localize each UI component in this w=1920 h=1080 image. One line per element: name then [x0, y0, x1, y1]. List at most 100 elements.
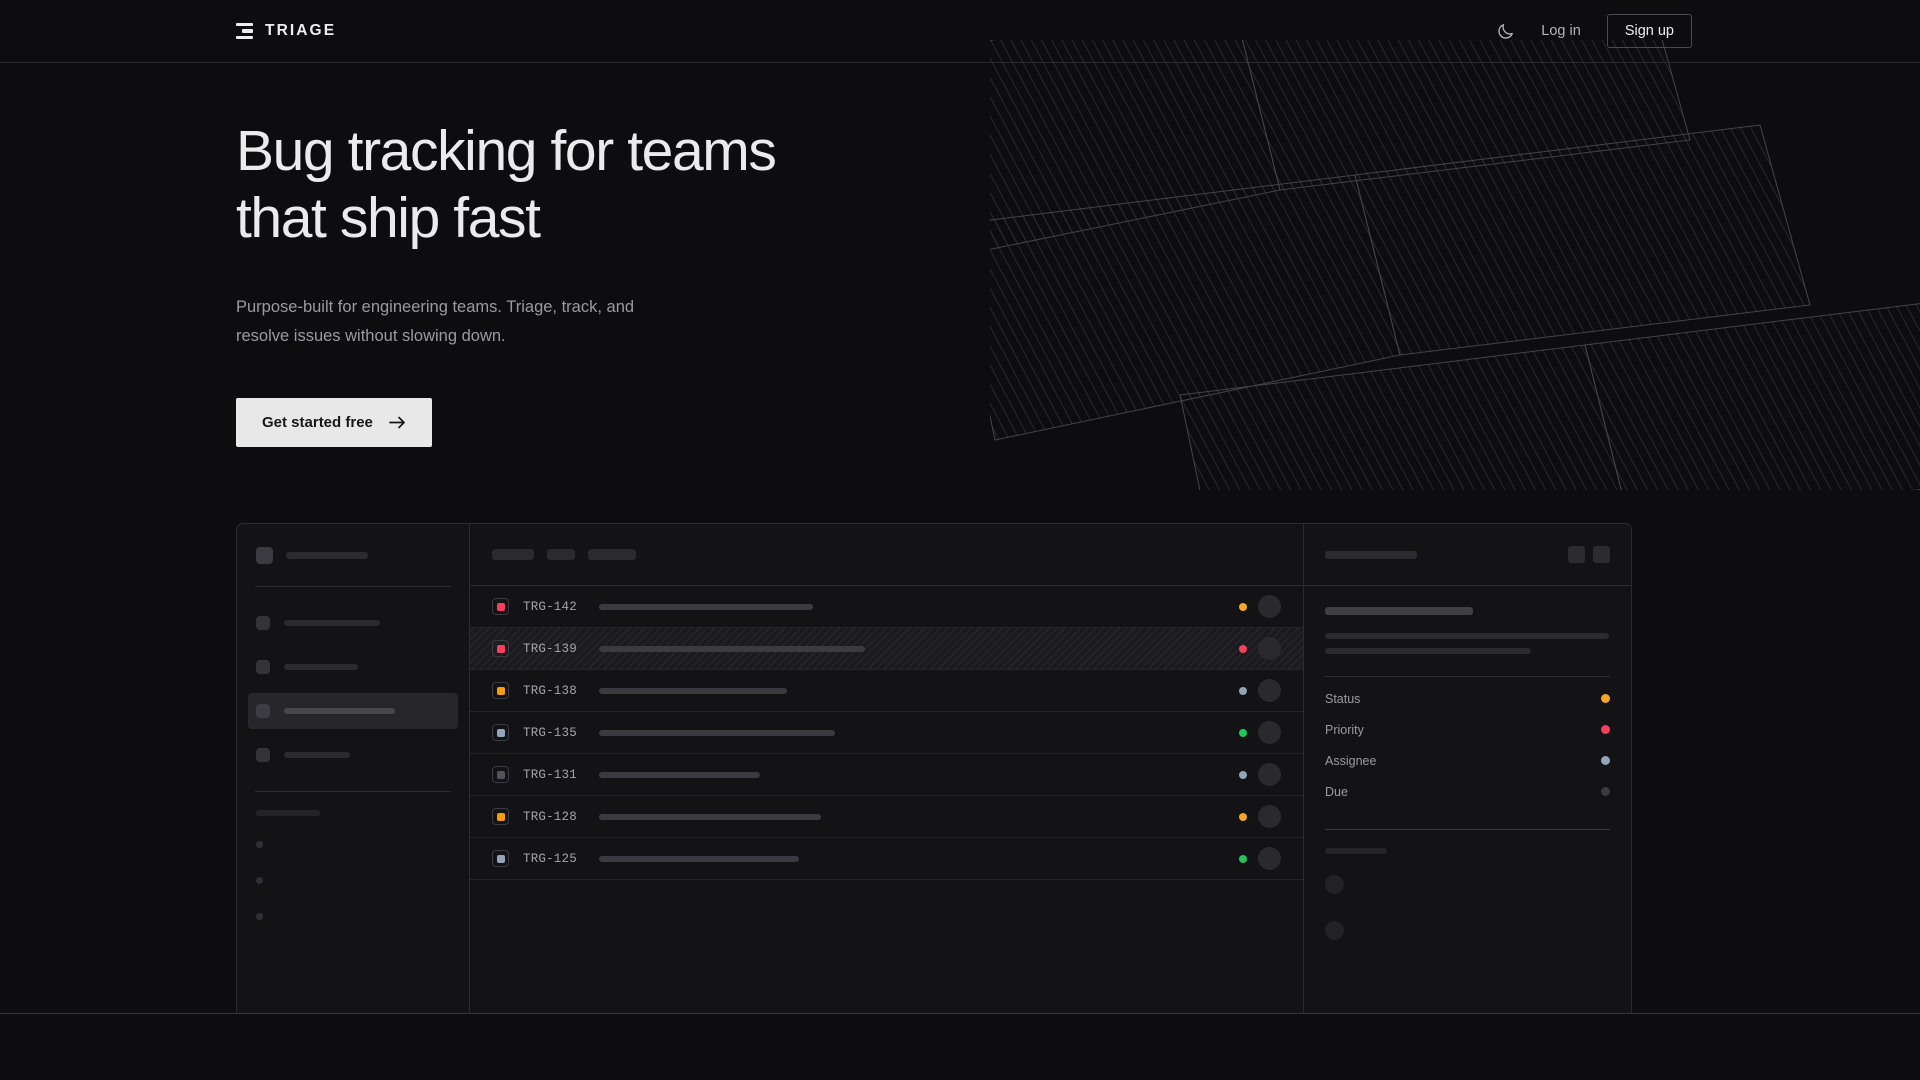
avatar — [1258, 847, 1281, 870]
sidebar-item-1[interactable] — [248, 605, 458, 641]
status-dot-icon — [1239, 812, 1247, 821]
sidebar-item-label — [284, 620, 380, 626]
page-title: Bug tracking for teams that ship fast — [236, 119, 777, 250]
sidebar-item-4[interactable] — [248, 737, 458, 773]
decorative-striped-panels — [990, 40, 1920, 490]
footer-divider — [0, 1013, 1920, 1014]
hero-subheading: Purpose-built for engineering teams. Tri… — [236, 298, 635, 345]
detail-body: Status Priority Assignee Due — [1304, 586, 1631, 969]
moon-icon[interactable] — [1496, 22, 1515, 41]
detail-issue-title-placeholder — [1325, 607, 1473, 615]
avatar — [1258, 763, 1281, 786]
get-started-button[interactable]: Get started free — [236, 398, 432, 448]
table-row[interactable]: TRG-131 — [470, 754, 1303, 796]
cta-label: Get started free — [262, 414, 373, 432]
issue-id: TRG-138 — [523, 683, 577, 698]
priority-dot-icon — [1601, 725, 1610, 734]
issue-title-placeholder — [599, 855, 799, 862]
sidebar-item-label — [284, 752, 350, 758]
status-dot-icon — [1239, 770, 1247, 779]
priority-icon — [492, 640, 509, 657]
priority-icon — [492, 808, 509, 825]
sidebar-divider-bottom — [255, 791, 451, 792]
project-dot-icon — [256, 912, 263, 920]
assignee-dot-icon — [1601, 756, 1610, 765]
sidebar-project-3[interactable] — [256, 898, 450, 934]
table-row[interactable]: TRG-138 — [470, 670, 1303, 712]
avatar — [1258, 721, 1281, 744]
detail-action-icon-2[interactable] — [1593, 546, 1610, 563]
login-link[interactable]: Log in — [1541, 23, 1581, 39]
row-meta — [1239, 637, 1281, 660]
issue-list-toolbar — [470, 524, 1303, 586]
issue-title-placeholder — [599, 687, 787, 694]
toolbar-chip-2[interactable] — [547, 549, 575, 560]
status-dot-icon — [1239, 686, 1247, 695]
arrow-right-icon — [389, 416, 406, 429]
workspace-square-icon — [256, 546, 273, 564]
avatar — [1258, 595, 1281, 618]
issue-title-placeholder — [599, 771, 760, 778]
table-row[interactable]: TRG-139 — [470, 628, 1303, 670]
priority-icon — [492, 724, 509, 741]
sidebar-project-1[interactable] — [256, 826, 450, 862]
avatar — [1258, 805, 1281, 828]
row-meta — [1239, 847, 1281, 870]
activity-divider — [1325, 829, 1610, 830]
sidebar-workspace-switcher[interactable] — [256, 524, 450, 586]
sidebar-item-label — [284, 664, 358, 670]
priority-icon — [492, 598, 509, 615]
issue-id: TRG-135 — [523, 725, 577, 740]
detail-breadcrumb-placeholder — [1325, 550, 1417, 559]
sidebar-item-3-active[interactable] — [248, 693, 458, 729]
issue-title-placeholder — [599, 603, 813, 610]
priority-icon — [492, 850, 509, 867]
nav-item-icon — [256, 704, 270, 718]
sidebar-project-list — [256, 826, 450, 934]
table-row[interactable]: TRG-128 — [470, 796, 1303, 838]
detail-action-group — [1568, 546, 1610, 563]
meta-row-due[interactable]: Due — [1325, 776, 1610, 807]
detail-header — [1304, 524, 1631, 586]
due-dot-icon — [1601, 787, 1610, 796]
issue-title-placeholder — [599, 729, 835, 736]
meta-row-status[interactable]: Status — [1325, 683, 1610, 714]
issue-title-placeholder — [599, 813, 821, 820]
meta-row-assignee[interactable]: Assignee — [1325, 745, 1610, 776]
issue-id: TRG-131 — [523, 767, 577, 782]
row-meta — [1239, 763, 1281, 786]
priority-icon — [492, 682, 509, 699]
sidebar-item-2[interactable] — [248, 649, 458, 685]
project-dot-icon — [256, 876, 263, 884]
toolbar-chip-3[interactable] — [588, 549, 636, 560]
detail-body-line-1 — [1325, 633, 1609, 639]
issue-id: TRG-139 — [523, 641, 577, 656]
signup-button[interactable]: Sign up — [1606, 14, 1692, 48]
app-preview-mockup: TRG-142 TRG-139 — [236, 523, 1632, 1013]
nav-item-icon — [256, 748, 270, 762]
top-navigation-bar: TRIAGE Log in Sign up — [0, 0, 1920, 63]
hero-section: Bug tracking for teams that ship fast Pu… — [236, 118, 777, 448]
avatar-icon — [1325, 920, 1344, 940]
table-row[interactable]: TRG-135 — [470, 712, 1303, 754]
brand-logo[interactable]: TRIAGE — [236, 22, 336, 40]
status-dot-icon — [1239, 644, 1247, 653]
status-dot-icon — [1239, 854, 1247, 863]
row-meta — [1239, 805, 1281, 828]
activity-section-label — [1325, 848, 1387, 854]
meta-label: Assignee — [1325, 753, 1377, 768]
triage-bars-icon — [236, 22, 253, 40]
toolbar-chip-1[interactable] — [492, 549, 534, 560]
nav-item-icon — [256, 660, 270, 674]
sidebar-project-2[interactable] — [256, 862, 450, 898]
detail-action-icon-1[interactable] — [1568, 546, 1585, 563]
detail-divider — [1325, 676, 1610, 677]
meta-row-priority[interactable]: Priority — [1325, 714, 1610, 745]
issue-detail-panel: Status Priority Assignee Due — [1304, 524, 1631, 1013]
sidebar-item-label — [284, 708, 395, 714]
meta-label: Status — [1325, 691, 1361, 706]
table-row[interactable]: TRG-142 — [470, 586, 1303, 628]
avatar — [1258, 637, 1281, 660]
table-row[interactable]: TRG-125 — [470, 838, 1303, 880]
